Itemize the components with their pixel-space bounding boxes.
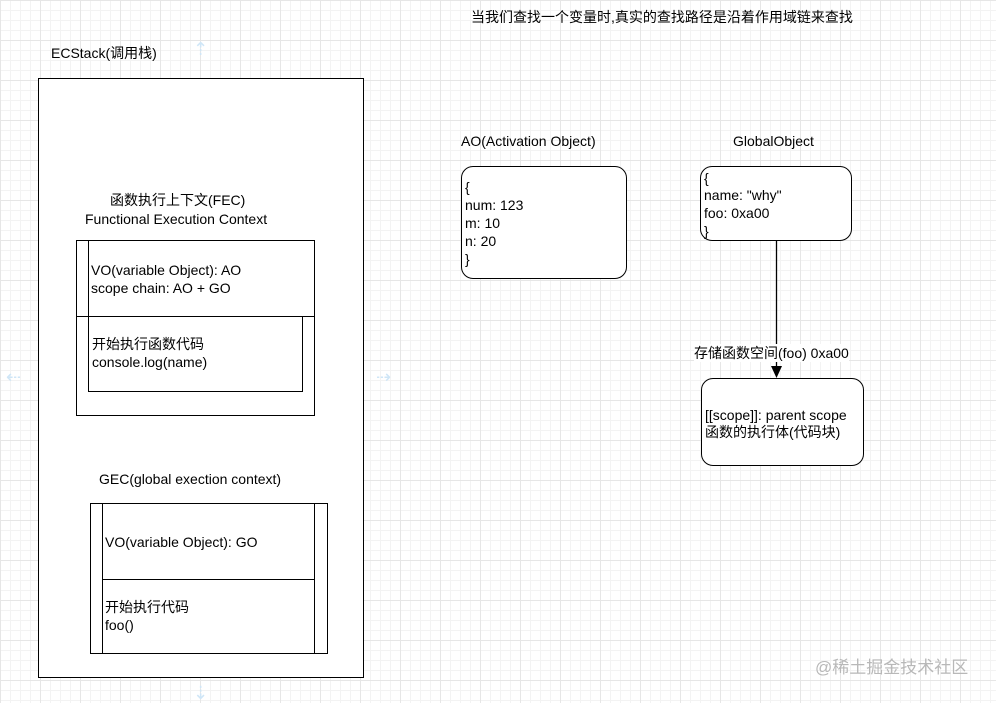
gec-vo-line: VO(variable Object): GO: [105, 534, 258, 550]
ao-line: n: 20: [465, 233, 497, 249]
ao-box[interactable]: { num: 123 m: 10 n: 20 }: [461, 166, 627, 279]
canvas-guide-up-icon: ⇡: [193, 39, 209, 59]
canvas-guide-left-icon: ⇠: [6, 367, 22, 387]
gec-right-bar: [314, 504, 316, 653]
gec-box[interactable]: VO(variable Object): GO 开始执行代码 foo(): [90, 503, 328, 654]
ao-line: num: 123: [465, 197, 524, 213]
gec-title: GEC(global exection context): [99, 471, 282, 487]
fec-code-line2: console.log(name): [92, 354, 208, 370]
global-object-line: name: "why": [704, 187, 782, 203]
fec-title-line2: Functional Execution Context: [85, 211, 268, 227]
function-space-title: 存储函数空间(foo) 0xa00: [694, 344, 849, 362]
global-object-line: {: [704, 170, 709, 186]
function-space-line: 函数的执行体(代码块): [705, 424, 841, 440]
canvas-guide-right-icon: ⇢: [376, 367, 392, 387]
global-object-line: foo: 0xa00: [704, 205, 770, 221]
fec-vo-line: VO(variable Object): AO: [91, 262, 242, 278]
global-object-line: }: [704, 223, 709, 239]
global-object-box[interactable]: { name: "why" foo: 0xa00 }: [700, 166, 852, 241]
fec-vo-left-bar: [88, 241, 90, 317]
fec-box[interactable]: VO(variable Object): AO scope chain: AO …: [76, 240, 315, 416]
ao-title: AO(Activation Object): [461, 133, 596, 149]
function-space-line: [[scope]]: parent scope: [705, 407, 847, 423]
gec-left-bar: [102, 504, 104, 653]
gec-divider: [102, 579, 315, 581]
watermark: @稀土掘金技术社区: [815, 658, 969, 677]
gec-code-line2: foo(): [105, 617, 134, 633]
function-space-box[interactable]: [[scope]]: parent scope 函数的执行体(代码块): [701, 378, 864, 466]
fec-title-line1: 函数执行上下文(FEC): [110, 192, 246, 208]
gec-code-line1: 开始执行代码: [105, 599, 189, 615]
fec-code-line1: 开始执行函数代码: [92, 336, 204, 352]
ao-line: }: [465, 251, 470, 267]
ao-line: m: 10: [465, 215, 501, 231]
diagram-heading: 当我们查找一个变量时,真实的查找路径是沿着作用域链来查找: [471, 9, 853, 25]
fec-code-section: 开始执行函数代码 console.log(name): [88, 316, 303, 392]
ao-line: {: [465, 179, 470, 195]
fec-vo-section: VO(variable Object): AO scope chain: AO …: [77, 241, 314, 317]
fec-scope-chain-line: scope chain: AO + GO: [91, 280, 231, 296]
global-object-title: GlobalObject: [733, 133, 814, 149]
ecstack-container[interactable]: 函数执行上下文(FEC) Functional Execution Contex…: [38, 78, 364, 678]
ecstack-title: ECStack(调用栈): [51, 45, 157, 61]
